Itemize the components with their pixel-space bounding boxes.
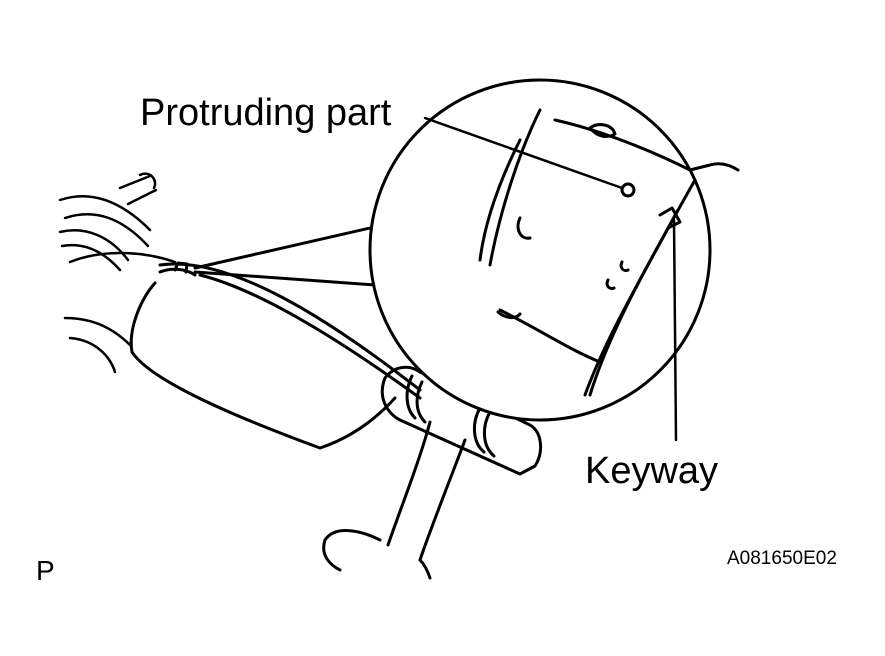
steering-column [129, 261, 422, 450]
keyway-leader [672, 218, 678, 442]
hammer [322, 365, 543, 580]
magnified-detail [368, 78, 740, 422]
protruding-part-label: Protruding part [140, 92, 392, 134]
keyway-label: Keyway [585, 450, 719, 492]
hoses-background [58, 172, 177, 374]
corner-mark: P [36, 555, 55, 586]
leader-lines [423, 116, 678, 442]
protruding-leader [423, 116, 624, 190]
figure-code: A081650E02 [727, 548, 837, 569]
